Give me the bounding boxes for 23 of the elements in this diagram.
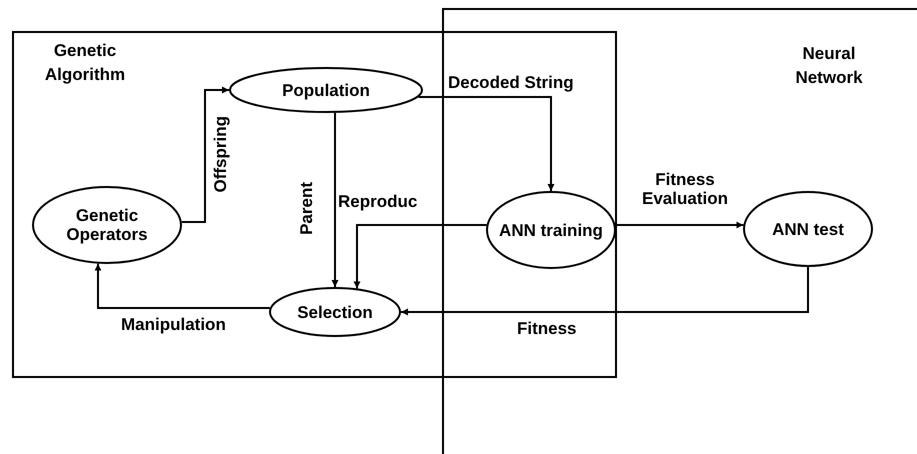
node-label: ANN training [499,220,603,240]
arrow [354,224,487,288]
process-ellipse [32,186,182,264]
group-frame [12,31,617,378]
arrow [615,222,744,228]
node-label: Selection [297,302,373,322]
edge-label: Manipulation [120,315,227,334]
node-label: Population [282,80,370,100]
arrow [94,264,270,309]
node-label: Genetic Operators [65,206,149,244]
group-heading: Genetic Algorithm [44,40,126,86]
node-label: ANN test [772,220,844,238]
process-ellipse [743,191,873,267]
process-ellipse [486,191,616,269]
process-ellipse [269,287,401,337]
edge-label: Decoded String [447,73,575,92]
arrow [332,112,338,287]
edge-label: Reproduc [337,192,418,211]
arrow [401,267,809,316]
group-heading: Neural Network [794,43,864,89]
arrow [418,96,554,191]
arrow [182,86,229,223]
process-ellipse [229,67,423,113]
